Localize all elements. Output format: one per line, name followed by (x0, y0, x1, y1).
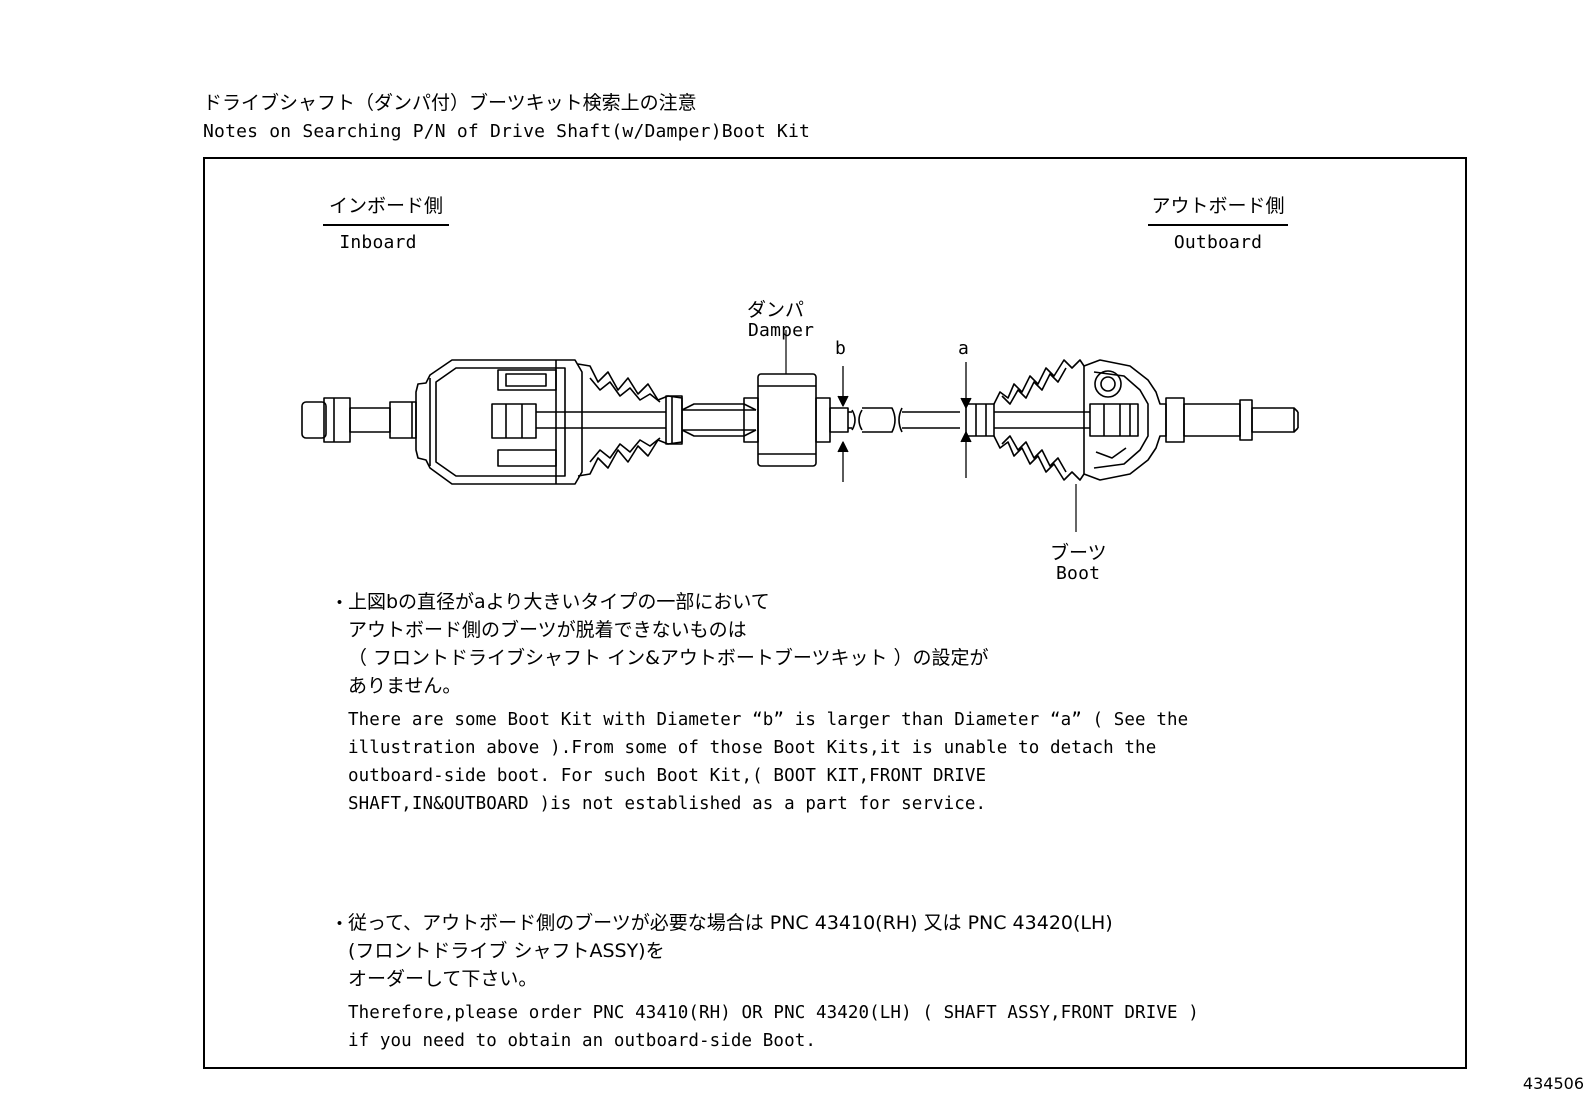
note-2-jp-line: (フロントドライブ シャフトASSY)を (348, 940, 665, 962)
intermediate-shaft (536, 403, 757, 437)
outboard-stub-shaft (1165, 397, 1299, 443)
note-1-en: There are some Boot Kit with Diameter “b… (348, 706, 1188, 818)
outboard-label-jp: アウトボード側 (1151, 195, 1285, 217)
note-2-jp: 従って、アウトボード側のブーツが必要な場合は PNC 43410(RH) 又は … (348, 909, 1113, 993)
note-1-jp-line: ありません。 (348, 675, 462, 697)
outboard-underline (1148, 224, 1288, 226)
note-1-jp-line: アウトボード側のブーツが脱着できないものは (348, 619, 747, 641)
inboard-joint-housing (415, 359, 583, 485)
inboard-label-jp: インボード側 (328, 195, 443, 217)
note-2-jp-line: オーダーして下さい。 (348, 968, 538, 990)
title-en: Notes on Searching P/N of Drive Shaft(w/… (203, 121, 811, 142)
note-1-jp-line: （ フロントドライブシャフト イン&アウトボートブーツキット ）の設定が (348, 647, 989, 669)
diagram-frame (203, 157, 1467, 1069)
damper-label-en: Damper (748, 320, 815, 341)
inboard-stub-shaft (301, 397, 417, 443)
outboard-joint-housing (1083, 359, 1167, 481)
title-jp: ドライブシャフト（ダンパ付）ブーツキット検索上の注意 (203, 92, 697, 114)
diameter-b-arrows (837, 366, 849, 482)
note-2-en: Therefore,please order PNC 43410(RH) OR … (348, 999, 1199, 1055)
damper-label-jp: ダンパ (747, 299, 805, 321)
note-2-jp-line: 従って、アウトボード側のブーツが必要な場合は PNC 43410(RH) 又は … (348, 912, 1113, 934)
note-1-en-line: outboard-side boot. For such Boot Kit,( … (348, 766, 987, 786)
shaft-break-section (829, 407, 960, 433)
note-1-en-line: SHAFT,IN&OUTBOARD )is not established as… (348, 794, 987, 814)
boot-label-jp: ブーツ (1050, 542, 1107, 564)
inboard-label-en: Inboard (339, 232, 417, 253)
inboard-underline (323, 224, 449, 226)
diameter-b-label: b (835, 338, 847, 359)
note-2-en-line: if you need to obtain an outboard-side B… (348, 1031, 816, 1051)
note-2-bullet: ・ (330, 913, 350, 935)
outboard-label-en: Outboard (1173, 232, 1263, 253)
note-1-en-line: There are some Boot Kit with Diameter “b… (348, 710, 1189, 730)
outboard-boot (965, 359, 1090, 532)
note-2-en-line: Therefore,please order PNC 43410(RH) OR … (348, 1003, 1199, 1023)
inboard-boot (577, 363, 683, 477)
diameter-a-label: a (958, 338, 970, 359)
figure-id: 434506 (1522, 1074, 1584, 1093)
note-1-jp-line: 上図bの直径がaより大きいタイプの一部において (348, 591, 770, 613)
note-1-bullet: ・ (330, 592, 350, 614)
damper (743, 330, 831, 467)
note-1-en-line: illustration above ).From some of those … (348, 738, 1157, 758)
note-1-jp: 上図bの直径がaより大きいタイプの一部において アウトボード側のブーツが脱着でき… (348, 588, 989, 700)
boot-label-en: Boot (1056, 563, 1101, 584)
